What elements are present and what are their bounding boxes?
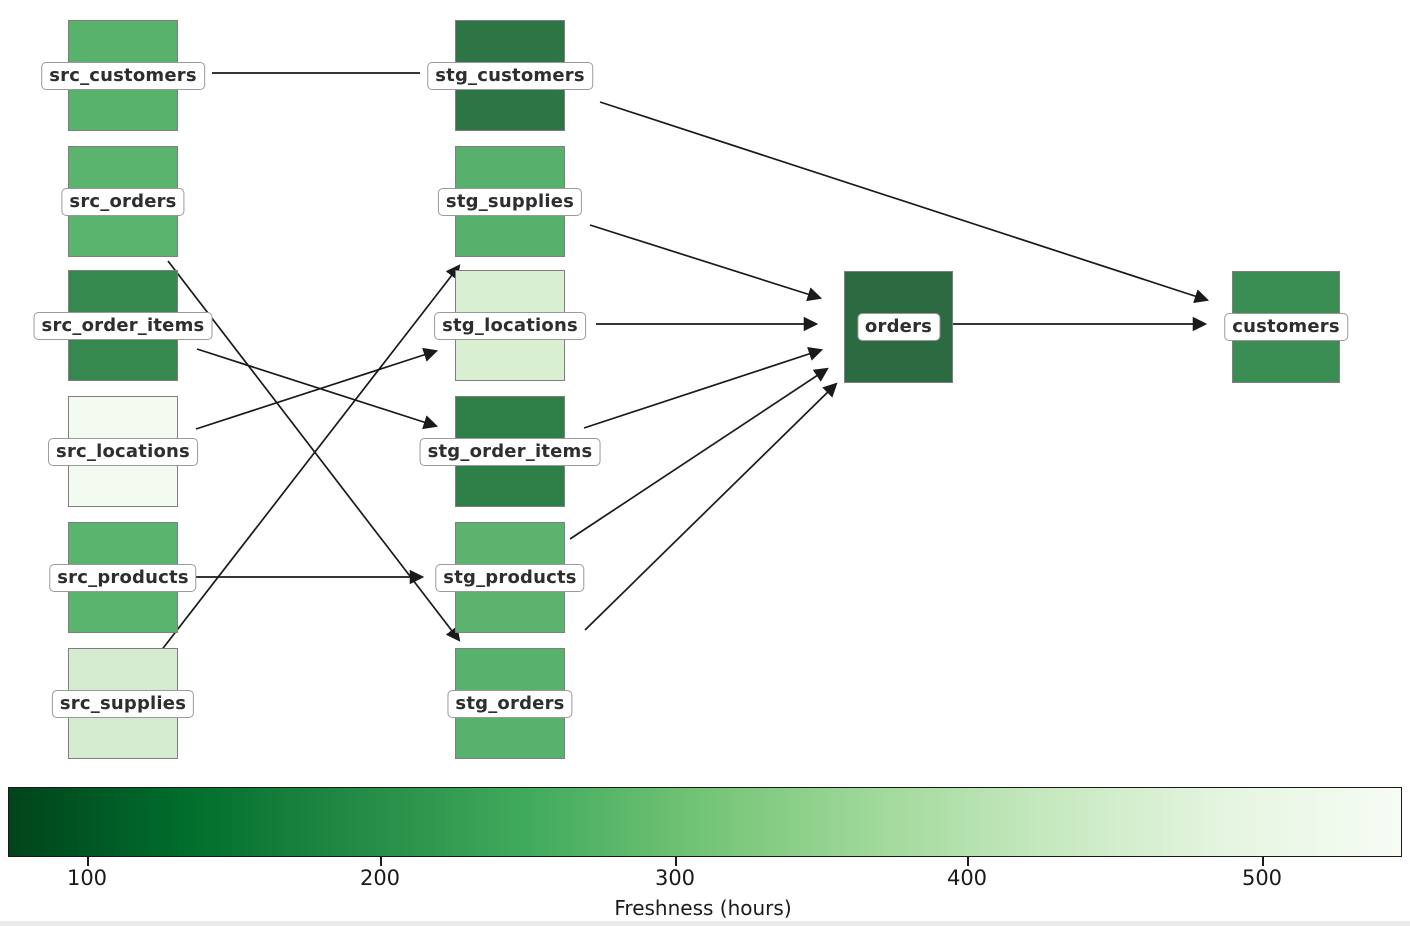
node-label-stg_supplies: stg_supplies <box>437 187 583 216</box>
edge-src_locations-to-stg_locations <box>195 347 439 430</box>
node-label-stg_products: stg_products <box>435 563 585 592</box>
colorbar-tick <box>87 857 89 866</box>
edge-stg_order_items-to-orders <box>583 346 824 429</box>
colorbar-tick-label: 300 <box>654 866 696 890</box>
edge-stg_supplies-to-orders <box>589 224 823 302</box>
node-label-orders: orders <box>856 313 941 341</box>
node-label-stg_customers: stg_customers <box>427 61 593 90</box>
colorbar-tick-label: 400 <box>946 866 988 890</box>
node-label-src_order_items: src_order_items <box>33 311 213 340</box>
node-label-stg_orders: stg_orders <box>447 689 573 718</box>
colorbar-tick <box>1262 857 1264 866</box>
colorbar-tick <box>675 857 677 866</box>
node-label-src_locations: src_locations <box>48 437 198 466</box>
node-label-stg_locations: stg_locations <box>434 311 586 340</box>
node-label-src_customers: src_customers <box>41 61 205 90</box>
colorbar-gradient <box>8 787 1402 857</box>
node-label-customers: customers <box>1224 313 1348 341</box>
colorbar-axis-label: Freshness (hours) <box>614 896 792 920</box>
colorbar-tick <box>380 857 382 866</box>
window-bottom-edge <box>0 921 1410 926</box>
node-label-src_supplies: src_supplies <box>51 689 195 718</box>
colorbar-tick-label: 500 <box>1241 866 1283 890</box>
node-label-src_orders: src_orders <box>61 187 185 216</box>
colorbar-tick-label: 100 <box>66 866 108 890</box>
edge-stg_products-to-orders <box>569 367 829 540</box>
colorbar-tick <box>967 857 969 866</box>
edge-src_order_items-to-stg_order_items <box>196 348 439 430</box>
node-label-src_products: src_products <box>49 563 197 592</box>
colorbar-tick-label: 200 <box>359 866 401 890</box>
edge-stg_orders-to-orders <box>584 382 838 631</box>
node-label-stg_order_items: stg_order_items <box>419 437 601 466</box>
